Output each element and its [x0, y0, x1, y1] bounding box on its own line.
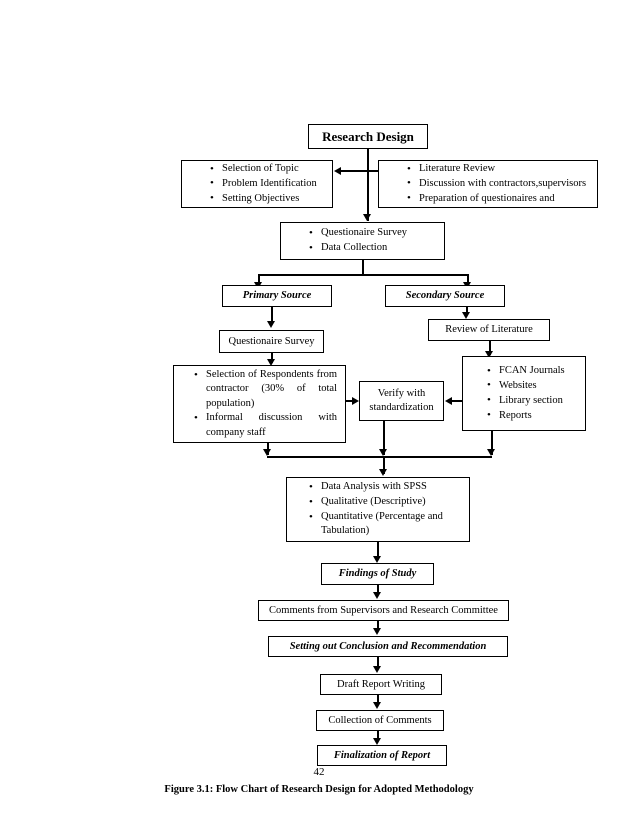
arrowhead-bus-to-analysis: [379, 469, 387, 476]
node-research-design: Research Design: [308, 124, 428, 149]
arrowhead-sources-down: [487, 449, 495, 456]
connector-respondents-to-verify: [346, 400, 353, 402]
list-item: Discussion with contractors,supervisors: [407, 176, 593, 191]
node-verify-standardization: Verify with standardization: [359, 381, 444, 421]
verify-line-1: Verify with: [377, 388, 426, 400]
arrowhead-respondents-down: [263, 449, 271, 456]
arrowhead-findings-to-comments: [373, 592, 381, 599]
node-questionaire-survey-data: Questionaire Survey Data Collection: [280, 222, 445, 260]
data-analysis-list: Data Analysis with SPSS Qualitative (Des…: [287, 480, 469, 539]
verify-line-2: standardization: [369, 402, 434, 413]
sources-list: FCAN Journals Websites Library section R…: [463, 364, 585, 424]
list-item: Setting Objectives: [210, 191, 328, 206]
list-item: Selection of Respondents from contractor…: [194, 368, 337, 411]
arrowhead-conclusion-to-draft: [373, 666, 381, 673]
connector-sources-down: [491, 431, 493, 455]
connector-analysis-to-findings: [377, 542, 379, 559]
arrowhead-sources-to-verify: [445, 396, 452, 405]
node-draft-report-label: Draft Report Writing: [336, 678, 426, 690]
node-findings-of-study: Findings of Study: [321, 563, 434, 585]
arrowhead-verify-down: [379, 449, 387, 456]
list-item: Informal discussion with company staff: [194, 411, 337, 440]
page-number: 42: [313, 766, 325, 778]
list-item: Quantitative (Percentage and Tabulation): [309, 510, 461, 539]
node-draft-report: Draft Report Writing: [320, 674, 442, 695]
connector-survey-stem: [362, 260, 364, 275]
connector-bus-to-analysis: [383, 456, 385, 474]
list-item: Questionaire Survey: [309, 226, 440, 241]
connector-collection-to-finalization: [377, 731, 379, 741]
node-sources-list: FCAN Journals Websites Library section R…: [462, 356, 586, 431]
connector-review-to-sources: [489, 341, 491, 355]
node-data-analysis: Data Analysis with SPSS Qualitative (Des…: [286, 477, 470, 542]
list-item: Data Analysis with SPSS: [309, 480, 461, 495]
node-finalization-label: Finalization of Report: [333, 749, 431, 761]
node-review-of-literature: Review of Literature: [428, 319, 550, 341]
list-item: Problem Identification: [210, 176, 328, 191]
node-secondary-source-label: Secondary Source: [405, 290, 485, 302]
arrowhead-analysis-to-findings: [373, 556, 381, 563]
arrowhead-collection-to-finalization: [373, 738, 381, 745]
node-research-design-label: Research Design: [322, 128, 414, 144]
node-collection-comments-label: Collection of Comments: [328, 714, 432, 726]
node-primary-source-label: Primary Source: [242, 290, 312, 302]
list-item: Websites: [487, 378, 581, 393]
node-comments-label: Comments from Supervisors and Research C…: [269, 604, 498, 616]
connector-bus-left-drop: [258, 274, 260, 284]
node-respondents: Selection of Respondents from contractor…: [173, 365, 346, 443]
list-item: Literature Review: [407, 162, 593, 177]
list-item: Selection of Topic: [210, 162, 328, 177]
figure-caption: Figure 3.1: Flow Chart of Research Desig…: [164, 784, 474, 795]
arrowhead-questionaire-to-respondents: [267, 359, 275, 366]
connector-questionaire-to-respondents: [271, 353, 273, 363]
node-collection-comments: Collection of Comments: [316, 710, 444, 731]
node-findings-label: Findings of Study: [338, 568, 417, 580]
connector-conclusion-to-draft: [377, 657, 379, 669]
list-item: FCAN Journals: [487, 364, 581, 379]
arrowhead-primary-to-questionaire: [267, 321, 275, 328]
node-review-of-literature-label: Review of Literature: [445, 324, 533, 336]
list-item: Library section: [487, 393, 581, 408]
connector-bus-right-drop: [467, 274, 469, 284]
topic-selection-list: Selection of Topic Problem Identificatio…: [182, 162, 332, 207]
literature-review-list: Literature Review Discussion with contra…: [379, 162, 597, 207]
questionaire-data-list: Questionaire Survey Data Collection: [281, 226, 444, 256]
connector-literature-to-topic: [341, 170, 378, 172]
arrowhead-literature-to-topic: [334, 166, 341, 175]
connector-draft-to-collection: [377, 695, 379, 705]
node-topic-selection: Selection of Topic Problem Identificatio…: [181, 160, 333, 208]
arrowhead-research-to-survey: [363, 214, 371, 221]
connector-analysis-bus: [267, 456, 492, 458]
node-conclusion: Setting out Conclusion and Recommendatio…: [268, 636, 508, 657]
list-item: Reports: [487, 408, 581, 423]
connector-survey-bus: [258, 274, 468, 276]
connector-sources-to-verify: [452, 400, 462, 402]
arrowhead-comments-to-conclusion: [373, 628, 381, 635]
connector-research-to-survey: [367, 149, 369, 221]
connector-primary-to-questionaire: [271, 307, 273, 323]
node-primary-source: Primary Source: [222, 285, 332, 307]
node-questionaire-survey-label: Questionaire Survey: [228, 335, 315, 347]
node-questionaire-survey: Questionaire Survey: [219, 330, 324, 353]
node-conclusion-label: Setting out Conclusion and Recommendatio…: [289, 640, 487, 652]
arrowhead-review-to-sources: [485, 351, 493, 358]
respondents-list: Selection of Respondents from contractor…: [174, 368, 345, 441]
connector-secondary-to-review: [466, 307, 468, 315]
arrowhead-secondary-to-review: [462, 312, 470, 319]
node-literature-review-group: Literature Review Discussion with contra…: [378, 160, 598, 208]
connector-comments-to-conclusion: [377, 621, 379, 631]
connector-findings-to-comments: [377, 585, 379, 595]
node-finalization: Finalization of Report: [317, 745, 447, 766]
list-item: Data Collection: [309, 241, 440, 256]
node-secondary-source: Secondary Source: [385, 285, 505, 307]
list-item: Qualitative (Descriptive): [309, 495, 461, 510]
list-item: Preparation of questionaires and: [407, 191, 593, 206]
arrowhead-respondents-to-verify: [352, 396, 359, 405]
arrowhead-draft-to-collection: [373, 702, 381, 709]
node-comments: Comments from Supervisors and Research C…: [258, 600, 509, 621]
connector-verify-down: [383, 421, 385, 455]
